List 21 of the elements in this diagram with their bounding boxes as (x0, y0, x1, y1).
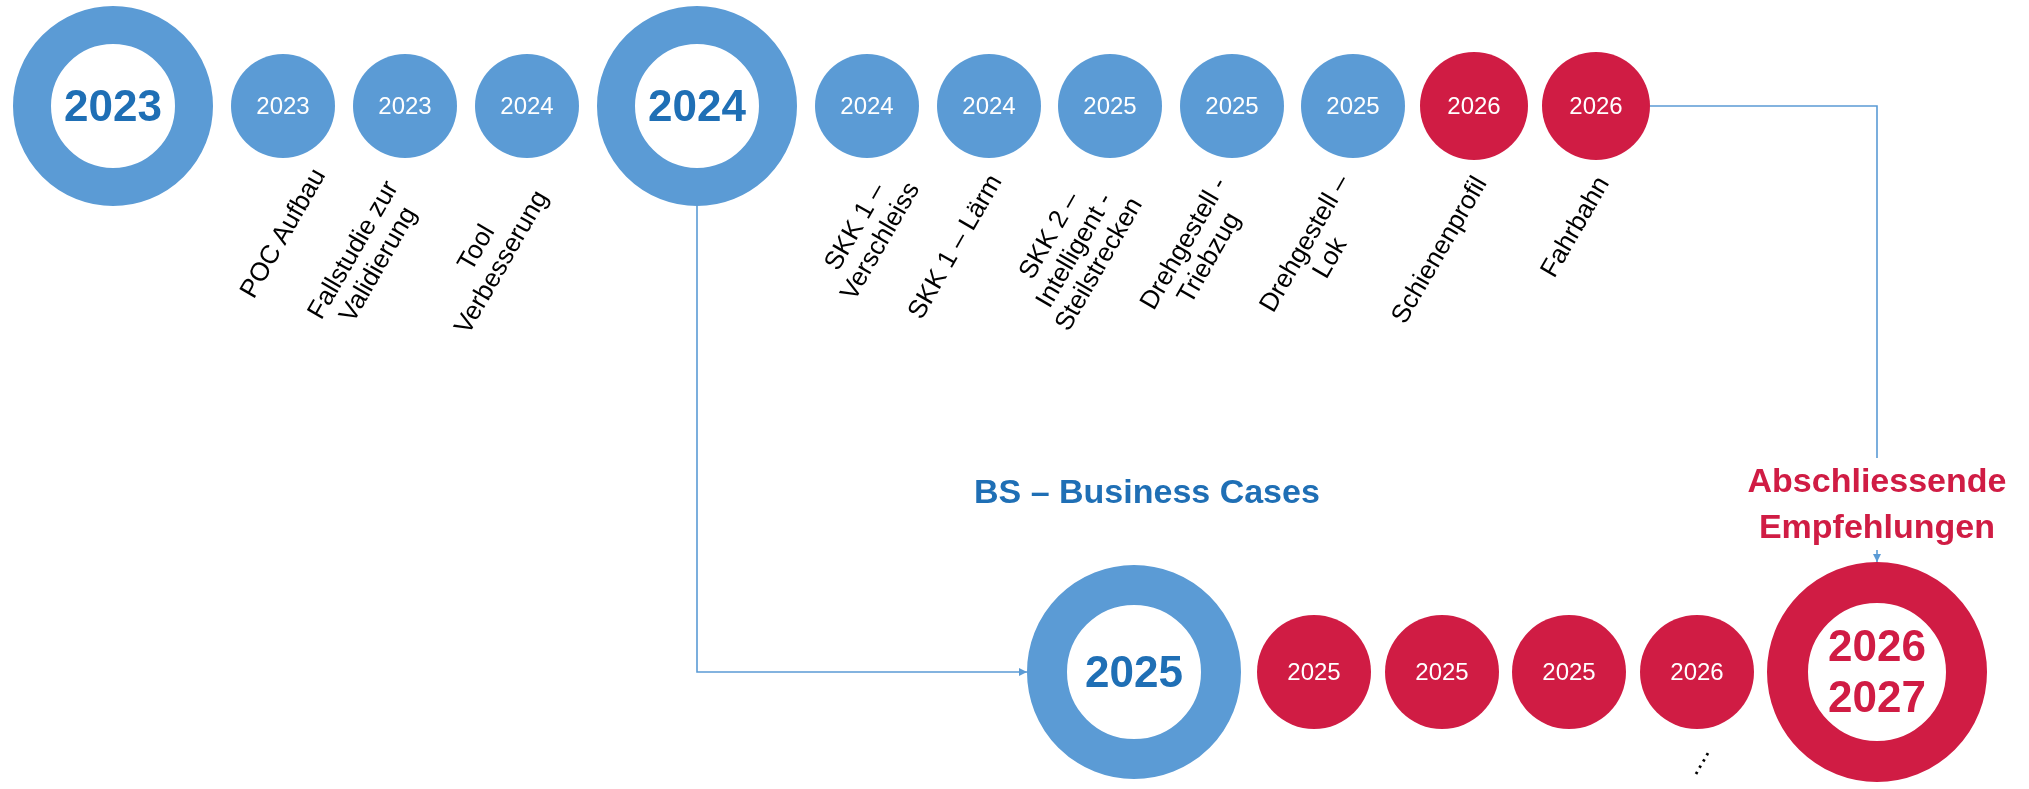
section-heading: BS – Business Cases (974, 471, 1320, 512)
step-label: .... (1676, 739, 1716, 779)
year-text: 2025 (1415, 658, 1469, 686)
arrow (696, 205, 1028, 676)
year-text: 2026 (1447, 92, 1501, 120)
year-text: 2024 (840, 92, 894, 120)
year-text: 2024 (500, 92, 554, 120)
year-text: 2025 (1084, 646, 1184, 698)
year-text: 2025 (1326, 92, 1380, 120)
year-text: 2025 (1542, 658, 1596, 686)
year-text: 2025 (1083, 92, 1137, 120)
year-text: 2023 (378, 92, 432, 120)
year-text: 2026 2027 (1827, 621, 1927, 723)
year-text: 2025 (1205, 92, 1259, 120)
year-text: 2023 (63, 80, 163, 132)
year-text: 2023 (256, 92, 310, 120)
year-text: 2025 (1287, 658, 1341, 686)
year-text: 2024 (647, 80, 747, 132)
year-text: 2026 (1569, 92, 1623, 120)
year-text: 2026 (1670, 658, 1724, 686)
year-text: 2024 (962, 92, 1016, 120)
